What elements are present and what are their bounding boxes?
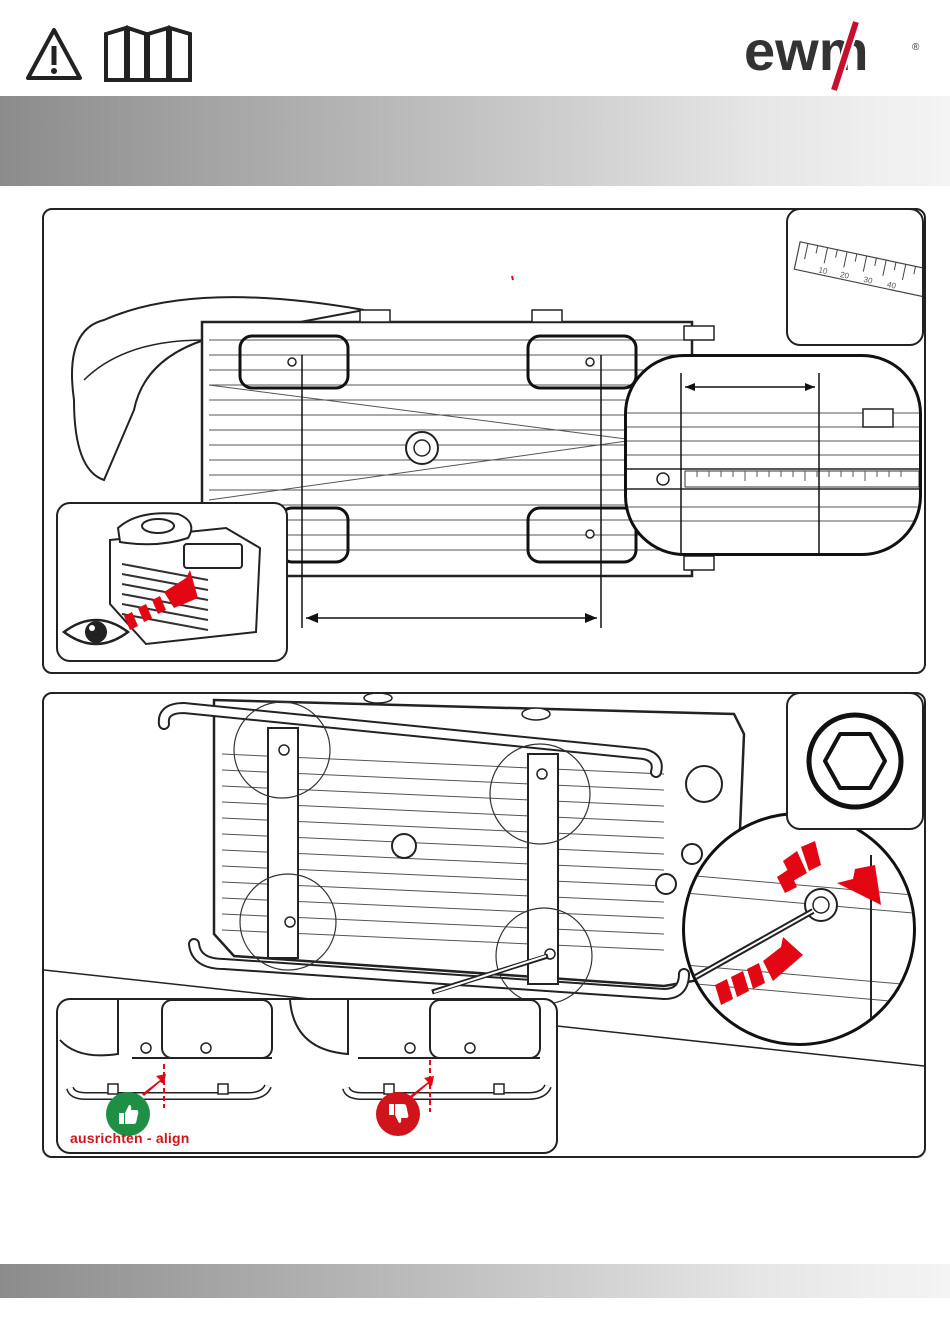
- eye-icon: [64, 620, 128, 644]
- hex-socket-icon: [788, 694, 922, 828]
- ruler-inset: 10 20 30 40: [786, 208, 924, 346]
- ruler-detail-zoom: [624, 354, 922, 556]
- align-label: ausrichten - align: [70, 1130, 190, 1146]
- thumbs-down-icon: [376, 1092, 420, 1136]
- footer-band: [0, 1264, 950, 1298]
- manual-book-icon: [102, 24, 194, 84]
- view-direction-inset: [56, 502, 288, 662]
- ewm-logo: ewm ®: [742, 20, 928, 92]
- alignment-inset: ausrichten - align: [56, 998, 558, 1154]
- warning-icon: [24, 26, 84, 82]
- screw-detail-zoom: [682, 812, 916, 1046]
- hex-socket-inset: [786, 692, 924, 830]
- registered-mark: ®: [912, 42, 920, 53]
- header-band: [0, 96, 950, 186]
